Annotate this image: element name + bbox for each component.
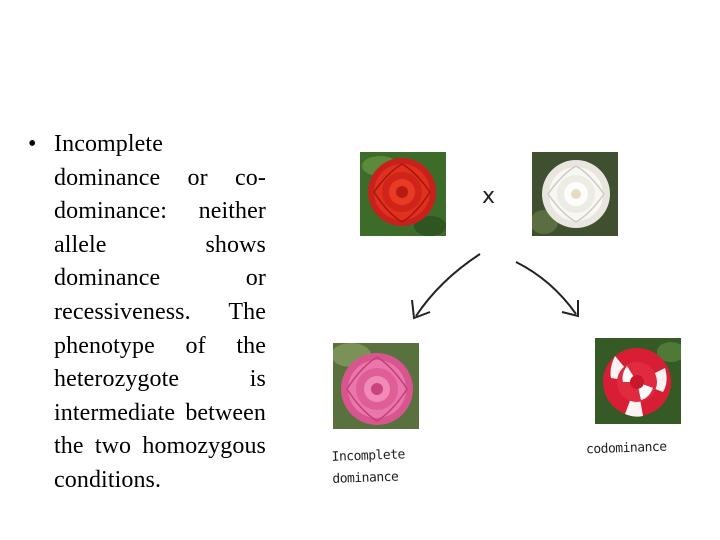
bullet-marker: • bbox=[28, 131, 37, 157]
white-camellia-photo bbox=[532, 152, 618, 236]
codominance-label: codominance bbox=[585, 439, 667, 458]
codominant-camellia-photo bbox=[595, 338, 681, 424]
red-camellia-image bbox=[360, 152, 446, 236]
white-camellia-image bbox=[532, 152, 618, 236]
red-camellia-photo bbox=[360, 152, 446, 236]
bullet-text: Incomplete dominance or co-dominance: ne… bbox=[54, 131, 266, 493]
cross-symbol: x bbox=[482, 184, 495, 209]
codominant-camellia-image bbox=[595, 338, 681, 424]
incomplete-dominance-label: Incomplete dominance bbox=[331, 447, 406, 487]
left-arrow bbox=[411, 253, 481, 320]
pink-camellia-photo bbox=[333, 343, 419, 429]
right-arrow bbox=[515, 261, 579, 318]
pink-camellia-image bbox=[333, 343, 419, 429]
